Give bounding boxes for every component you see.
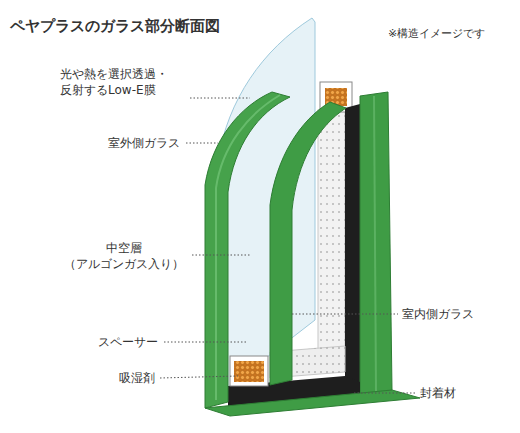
inner-glass — [270, 102, 346, 385]
part-label: 室外側ガラス — [108, 135, 180, 151]
spacer-end — [230, 356, 268, 386]
glass-highlight — [216, 95, 280, 400]
leader-line — [186, 143, 218, 144]
note: ※構造イメージです — [388, 27, 485, 42]
glass-edge — [205, 390, 420, 416]
leader-line — [292, 314, 398, 315]
glass-edge — [360, 92, 392, 400]
part-label: 封着材 — [420, 385, 456, 401]
part-label: 吸湿剤 — [119, 370, 155, 386]
leader-line — [192, 255, 250, 256]
diagram-title: ペヤプラスのガラス部分断面図 — [10, 16, 220, 36]
part-label: スペーサー — [98, 334, 158, 350]
leader-line — [190, 98, 250, 99]
low-e-film — [218, 18, 315, 392]
leader-line — [164, 342, 248, 343]
sealant — [345, 104, 360, 400]
part-label: 室内側ガラス — [402, 306, 474, 322]
part-label: 中空層 （アルゴンガス入り） — [58, 240, 190, 272]
part-label: 光や熱を選択透過・ 反射するLow-E膜 — [60, 66, 184, 98]
glass-highlight — [374, 96, 376, 392]
leader-line — [160, 376, 238, 378]
desiccant — [234, 361, 264, 382]
outer-glass — [205, 92, 290, 408]
leader-line — [354, 393, 416, 394]
